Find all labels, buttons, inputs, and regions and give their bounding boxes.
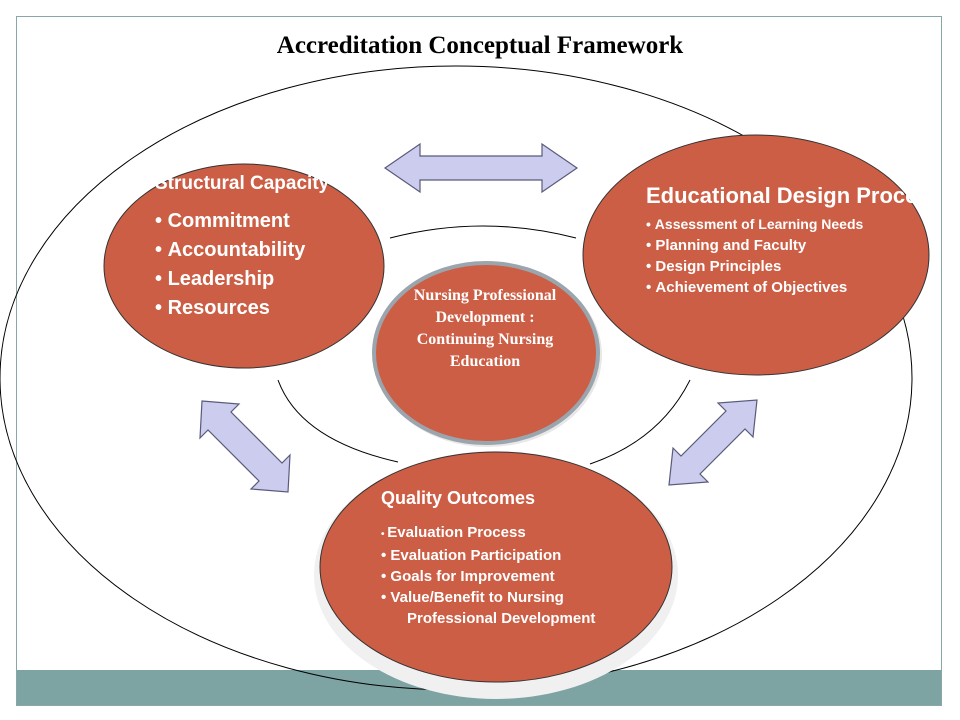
center-node [372, 261, 600, 445]
structural-capacity-list: Commitment Accountability Leadership Res… [155, 207, 375, 323]
double-arrow-top [383, 142, 579, 194]
inner-arc-left [277, 379, 399, 463]
list-item: Goals for Improvement [381, 566, 671, 587]
center-node-label: Nursing Professional Development : Conti… [413, 287, 557, 370]
quality-outcomes-text: Quality Outcomes Evaluation Process Eval… [381, 486, 671, 629]
list-item-continuation-text: Professional Development [407, 610, 596, 627]
list-item: Design Principles [646, 256, 946, 277]
list-item: Resources [155, 294, 375, 323]
list-item: Achievement of Objectives [646, 277, 946, 298]
list-item: Evaluation Process [381, 522, 671, 545]
list-item: Value/Benefit to Nursing [381, 587, 671, 608]
educational-design-heading: Educational Design Process [646, 183, 942, 208]
list-item: Planning and Faculty [646, 235, 946, 256]
list-item: Commitment [155, 207, 375, 236]
list-item: Assessment of Learning Needs [646, 214, 946, 235]
double-arrow-left [199, 400, 291, 493]
educational-design-text: Educational Design Process Assessment of… [646, 181, 946, 298]
diagram-title: Accreditation Conceptual Framework [276, 32, 684, 59]
quality-outcomes-heading: Quality Outcomes [381, 488, 536, 508]
list-item: Accountability [155, 236, 375, 265]
double-arrow-right [668, 399, 758, 486]
list-item-continuation: Professional Development [381, 608, 671, 629]
structural-capacity-text: Structural Capacity Commitment Accountab… [155, 170, 375, 323]
inner-arc-right [589, 379, 691, 465]
list-item: Evaluation Participation [381, 545, 671, 566]
structural-capacity-heading: Structural Capacity [155, 173, 330, 194]
quality-outcomes-list: Evaluation Process Evaluation Participat… [381, 522, 671, 629]
educational-design-list: Assessment of Learning Needs Planning an… [646, 214, 946, 298]
inner-arc-top [389, 225, 577, 239]
list-item: Leadership [155, 265, 375, 294]
